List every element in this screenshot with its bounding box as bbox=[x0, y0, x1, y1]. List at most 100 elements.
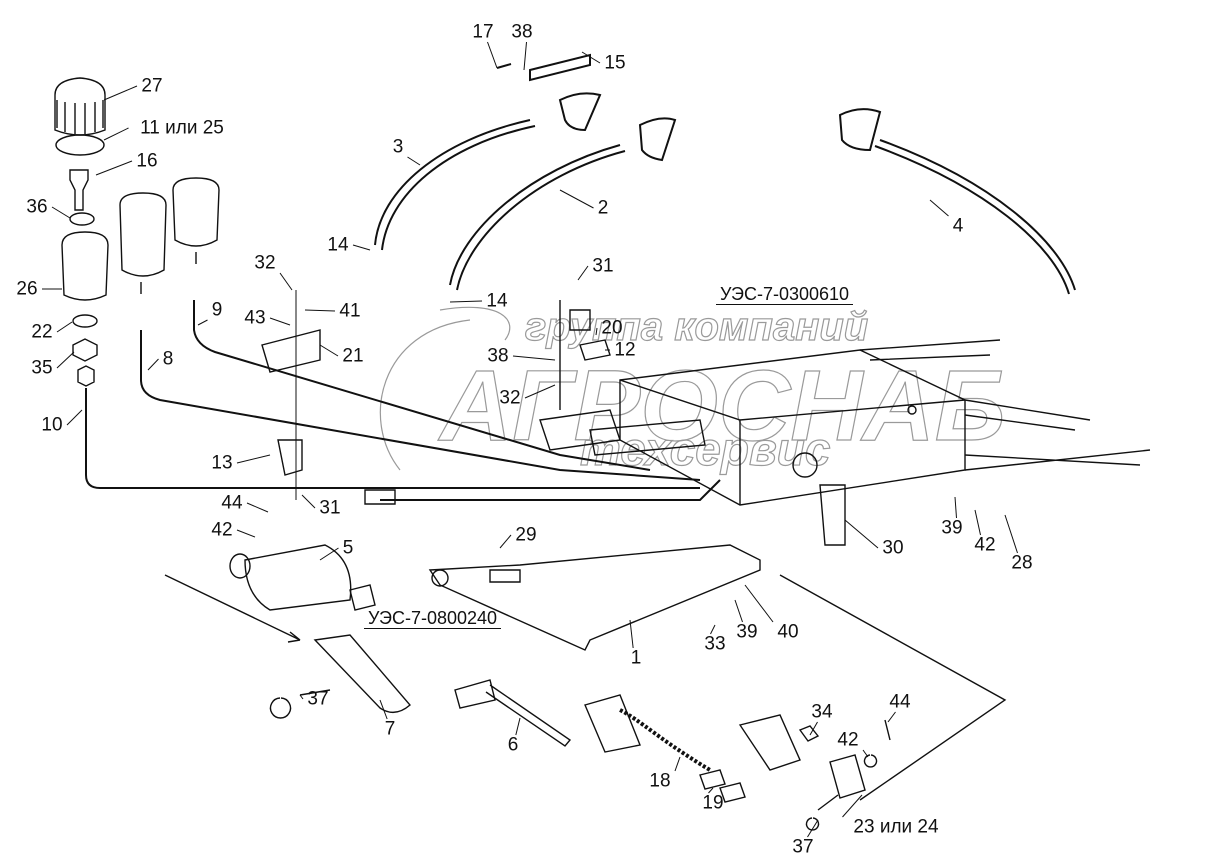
leader-line bbox=[523, 41, 527, 71]
callout-label: 4 bbox=[952, 215, 964, 237]
leader-line bbox=[304, 309, 336, 312]
leader-line bbox=[629, 619, 634, 649]
leader-line bbox=[842, 794, 863, 818]
callout-label: 14 bbox=[327, 234, 349, 256]
leader-line bbox=[51, 206, 71, 219]
leader-line bbox=[319, 344, 339, 357]
fitting-16 bbox=[69, 169, 89, 211]
leader-line bbox=[236, 454, 271, 464]
watermark: группа компаний АГРОСНАБ техсервис bbox=[379, 304, 1006, 476]
callout-label: 26 bbox=[16, 278, 38, 300]
cylinder-assembly bbox=[164, 544, 1007, 831]
leader-line bbox=[103, 127, 129, 141]
leader-line bbox=[844, 519, 879, 549]
leader-line bbox=[887, 711, 896, 723]
callout-label: 5 bbox=[342, 537, 354, 559]
leader-line bbox=[352, 244, 371, 251]
callout-label: 12 bbox=[614, 339, 636, 361]
leader-line bbox=[449, 300, 483, 303]
washer-36 bbox=[69, 212, 95, 226]
callout-label: 31 bbox=[319, 497, 341, 519]
filter-11 bbox=[55, 134, 105, 156]
mounting-frame bbox=[261, 290, 1151, 651]
leader-line bbox=[246, 502, 269, 513]
leader-line bbox=[710, 624, 716, 635]
leader-line bbox=[744, 584, 774, 623]
leader-lines bbox=[42, 41, 1018, 838]
watermark-emblem bbox=[379, 306, 511, 471]
tube-7 bbox=[313, 634, 411, 713]
callout-label: 8 bbox=[162, 348, 174, 370]
nut-35 bbox=[72, 338, 98, 362]
callout-label: 39 bbox=[736, 621, 758, 643]
callout-label: 15 bbox=[604, 52, 626, 74]
callout-label: 37 bbox=[307, 688, 329, 710]
callout-label: 41 bbox=[339, 300, 361, 322]
leader-line bbox=[577, 265, 589, 281]
leader-line bbox=[299, 694, 304, 700]
reservoir-26 bbox=[61, 231, 109, 301]
callout-label: 2 bbox=[597, 197, 609, 219]
cylinder-5 bbox=[244, 544, 352, 611]
leader-line bbox=[487, 41, 498, 69]
callout-label: 27 bbox=[141, 75, 163, 97]
leader-line bbox=[974, 509, 981, 536]
leader-line bbox=[499, 534, 512, 549]
callout-label: 42 bbox=[974, 534, 996, 556]
leader-line bbox=[269, 317, 291, 326]
pipes bbox=[85, 300, 721, 501]
callout-label: 20 bbox=[601, 317, 623, 339]
leader-line bbox=[954, 496, 957, 519]
callout-label: 13 bbox=[211, 452, 233, 474]
callout-label: 44 bbox=[221, 492, 243, 514]
callout-label: 42 bbox=[211, 519, 233, 541]
callout-label: 22 bbox=[31, 321, 53, 343]
callout-label: 23 или 24 bbox=[853, 816, 939, 838]
leader-line bbox=[66, 409, 83, 426]
callout-label: 28 bbox=[1011, 552, 1033, 574]
leader-line bbox=[807, 819, 819, 838]
leader-line bbox=[56, 351, 75, 369]
callout-label: 39 bbox=[941, 517, 963, 539]
callout-label: 9 bbox=[211, 299, 223, 321]
callout-label: 35 bbox=[31, 357, 53, 379]
leader-line bbox=[147, 358, 159, 371]
leader-line bbox=[279, 272, 293, 291]
callout-label: 1 bbox=[630, 647, 642, 669]
leader-line bbox=[512, 355, 556, 361]
callout-label: 18 bbox=[649, 770, 671, 792]
leader-line bbox=[708, 787, 714, 794]
callout-label: 14 bbox=[486, 290, 508, 312]
hoses bbox=[374, 53, 1076, 295]
leader-line bbox=[809, 721, 818, 736]
leader-line bbox=[103, 85, 138, 101]
callout-label: 34 bbox=[811, 701, 833, 723]
leader-line bbox=[595, 327, 598, 336]
callout-label: 32 bbox=[254, 252, 276, 274]
callout-label: 36 bbox=[26, 196, 48, 218]
callout-label: 7 bbox=[384, 718, 396, 740]
callout-label: 10 bbox=[41, 414, 63, 436]
leader-line bbox=[407, 156, 421, 166]
callout-label: 38 bbox=[487, 345, 509, 367]
callout-label: 30 bbox=[882, 537, 904, 559]
leader-line bbox=[524, 384, 556, 399]
callout-label: 43 bbox=[244, 307, 266, 329]
reservoir-assembly bbox=[54, 77, 220, 387]
leader-line bbox=[559, 189, 594, 209]
callout-label: 40 bbox=[777, 621, 799, 643]
cap-27 bbox=[54, 77, 106, 136]
watermark-line3: техсервис bbox=[580, 423, 830, 475]
leader-line bbox=[734, 599, 743, 623]
leader-line bbox=[236, 529, 256, 538]
callout-label: 44 bbox=[889, 691, 911, 713]
callout-label: 19 bbox=[702, 792, 724, 814]
reference-0300610: УЭС-7-0300610 bbox=[716, 285, 854, 305]
leader-line bbox=[319, 547, 339, 561]
callout-label: 3 bbox=[392, 136, 404, 158]
watermark-line1: группа компаний bbox=[525, 305, 868, 349]
reservoir-2 bbox=[119, 192, 167, 277]
leader-line bbox=[56, 321, 73, 333]
